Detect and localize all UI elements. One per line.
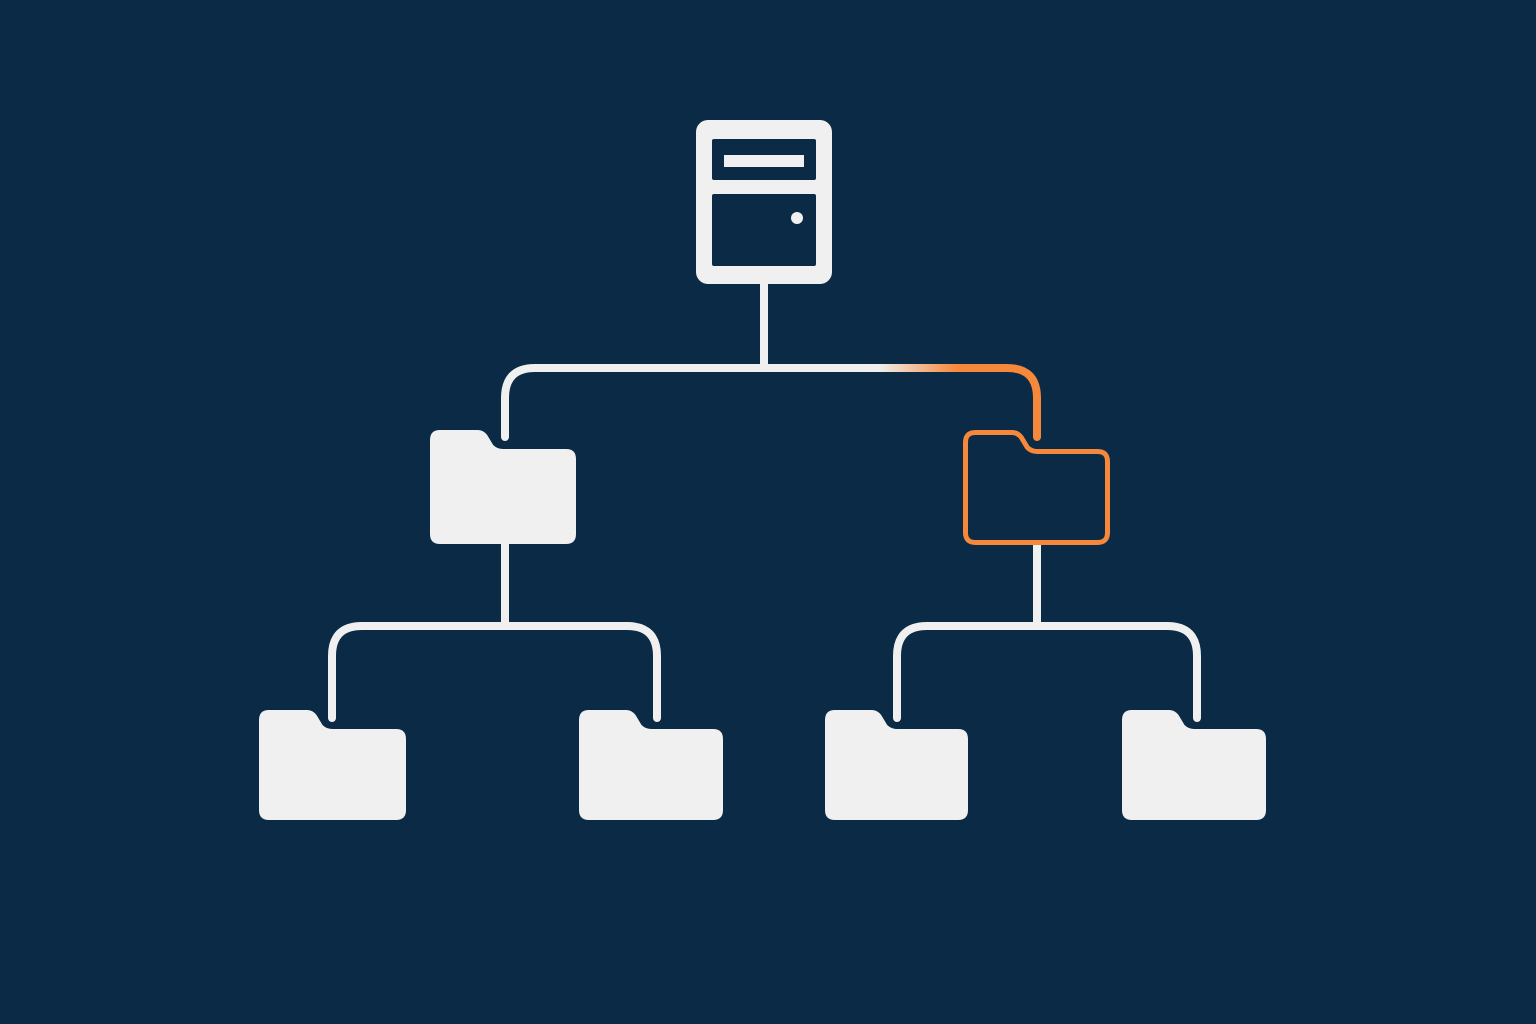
server-drive-slot [724,155,804,167]
server-panel [712,194,816,266]
folder-icon [259,710,406,820]
folder-icon [825,710,968,820]
branch-1-connector [328,622,661,722]
folder-icon [430,430,576,544]
folder-outline-icon [963,430,1110,545]
server-power-light [791,212,803,224]
folder-icon [1122,710,1266,820]
folder-icon [579,710,723,820]
server-icon [696,120,832,284]
root-connector [501,364,1041,441]
branch-2-connector [893,622,1201,722]
